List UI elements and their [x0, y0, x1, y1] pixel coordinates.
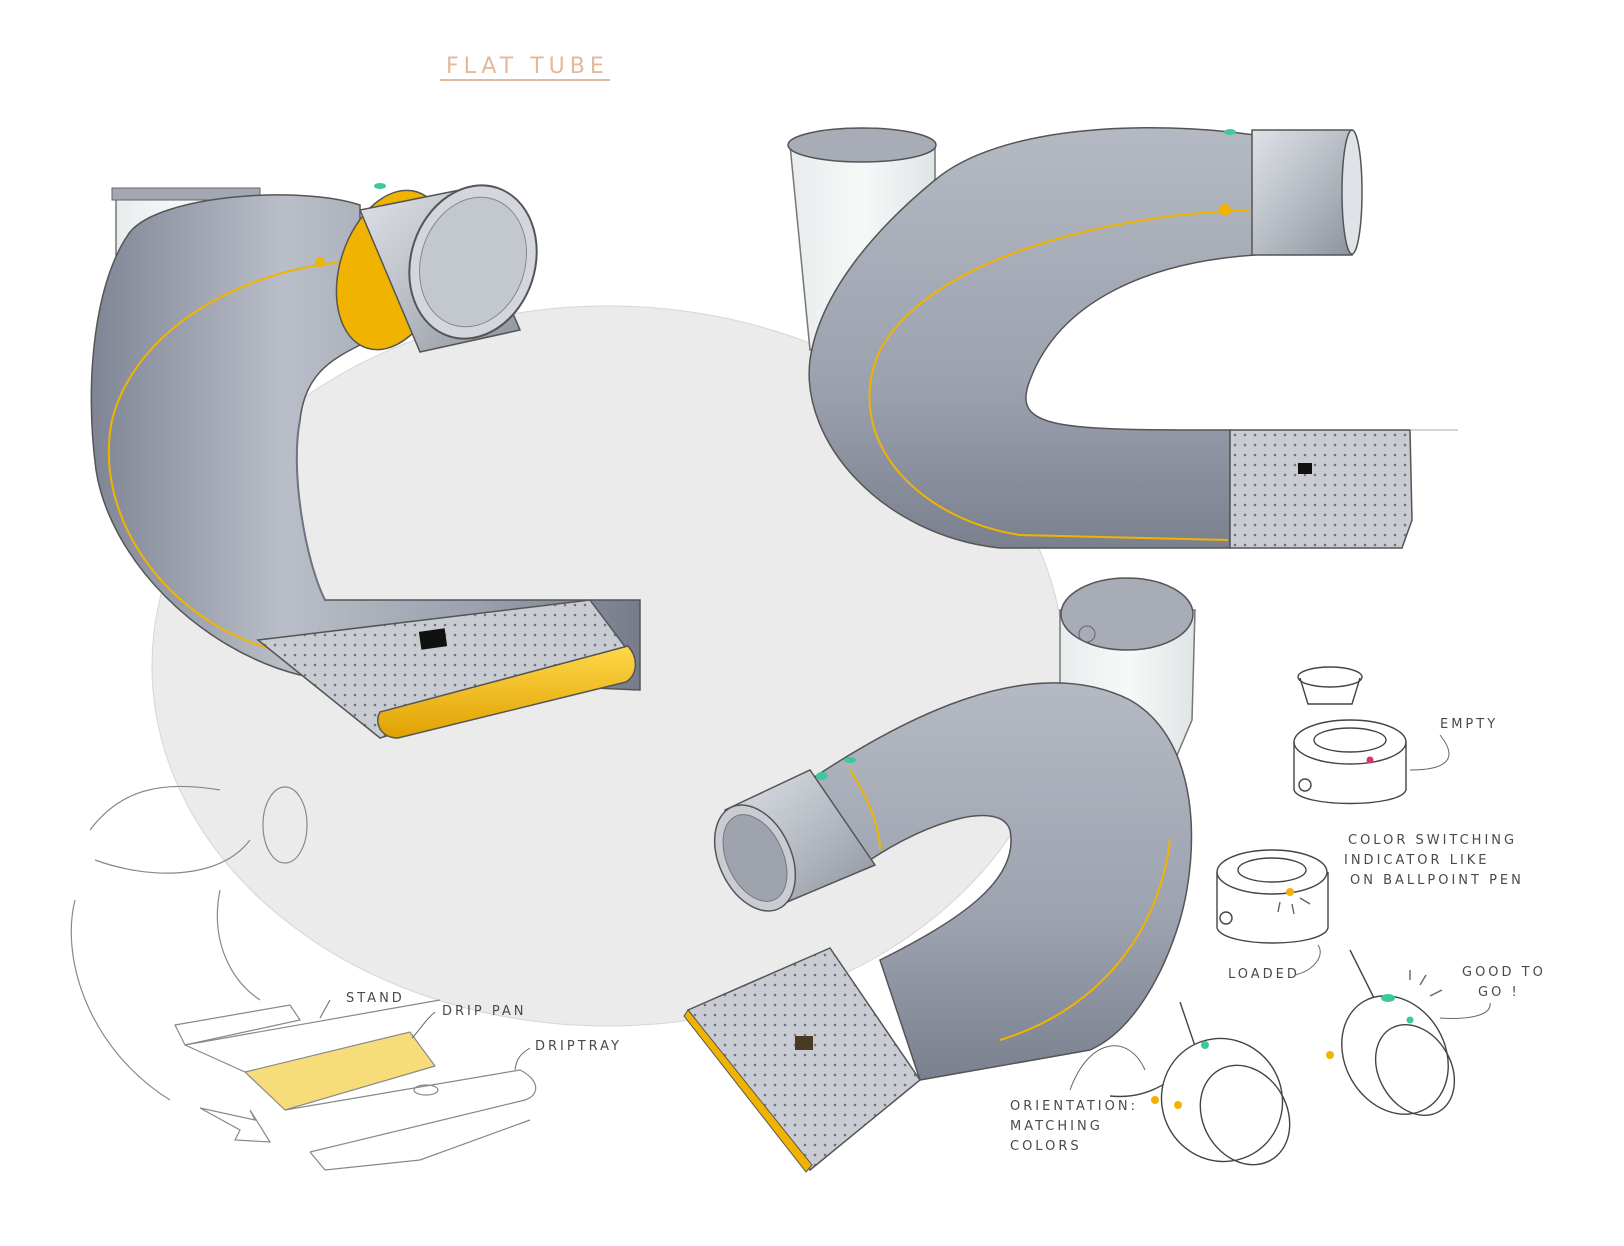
label-drip-pan: DRIP PAN	[442, 1004, 526, 1019]
label-orientation-2: MATCHING	[1010, 1119, 1103, 1134]
label-color-switching-1: COLOR SWITCHING	[1348, 833, 1517, 848]
label-loaded: LOADED	[1228, 967, 1300, 982]
pencil-sketch-labels: STAND DRIP PAN DRIPTRAY	[319, 991, 622, 1071]
label-empty: EMPTY	[1440, 717, 1498, 732]
render-top-right	[787, 126, 1458, 549]
label-color-switching-2: INDICATOR LIKE	[1344, 853, 1490, 868]
label-good-to-go-2: GO !	[1478, 985, 1520, 1000]
label-good-to-go-1: GOOD TO	[1462, 965, 1546, 980]
label-orientation-1: ORIENTATION:	[1010, 1099, 1138, 1114]
capsule-sketches	[1109, 666, 1456, 1166]
label-stand: STAND	[346, 991, 405, 1006]
sketch-title: FLAT TUBE	[446, 54, 609, 79]
render-bottom	[683, 577, 1196, 1173]
capsule-labels: EMPTY COLOR SWITCHING INDICATOR LIKE ON …	[1010, 717, 1546, 1154]
pencil-sketch-drip-tray	[70, 785, 537, 1171]
label-orientation-3: COLORS	[1010, 1139, 1082, 1154]
render-top-left	[90, 183, 641, 739]
title-group: FLAT TUBE	[440, 54, 610, 81]
label-color-switching-3: ON BALLPOINT PEN	[1350, 873, 1524, 888]
label-driptray: DRIPTRAY	[535, 1039, 622, 1054]
